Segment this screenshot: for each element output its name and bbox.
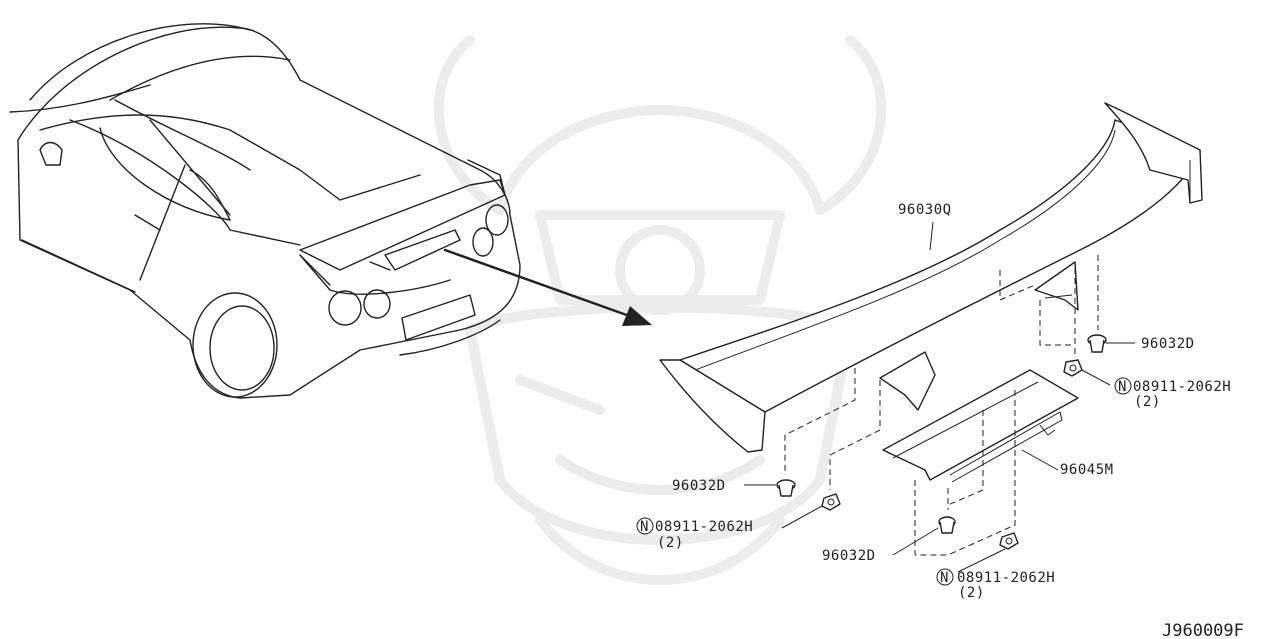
watermark-logo [433,35,887,585]
direction-arrow [443,248,652,326]
label-clip-left: 96032D [672,478,726,494]
label-spoiler: 96030Q [898,202,952,218]
part-labels: 96030Q 96032D N 08911-2062H (2) 96045M 9… [636,202,1244,639]
nut-marker-right: N [1118,379,1127,395]
label-nut-right: 08911-2062H [1133,379,1231,395]
dashed-leader-lines [784,255,1099,556]
car-rear-illustration [9,23,521,399]
label-nut-left: 08911-2062H [655,519,753,535]
label-nut-lower: 08911-2062H [957,570,1055,586]
fastener-clips [776,334,1107,550]
label-nut-right-qty: (2) [1134,394,1161,410]
nut-marker-left: N [640,519,649,535]
label-finisher: 96045M [1060,462,1114,478]
label-clip-lower: 96032D [822,548,876,564]
label-nut-left-qty: (2) [657,535,684,551]
label-nut-lower-qty: (2) [958,585,985,601]
label-leader-lines [744,221,1135,573]
rear-spoiler [659,102,1203,453]
label-clip-right: 96032D [1141,336,1195,352]
spoiler-finisher [882,369,1079,483]
nut-marker-lower: N [940,570,949,586]
diagram-id: J960009F [1162,621,1244,639]
